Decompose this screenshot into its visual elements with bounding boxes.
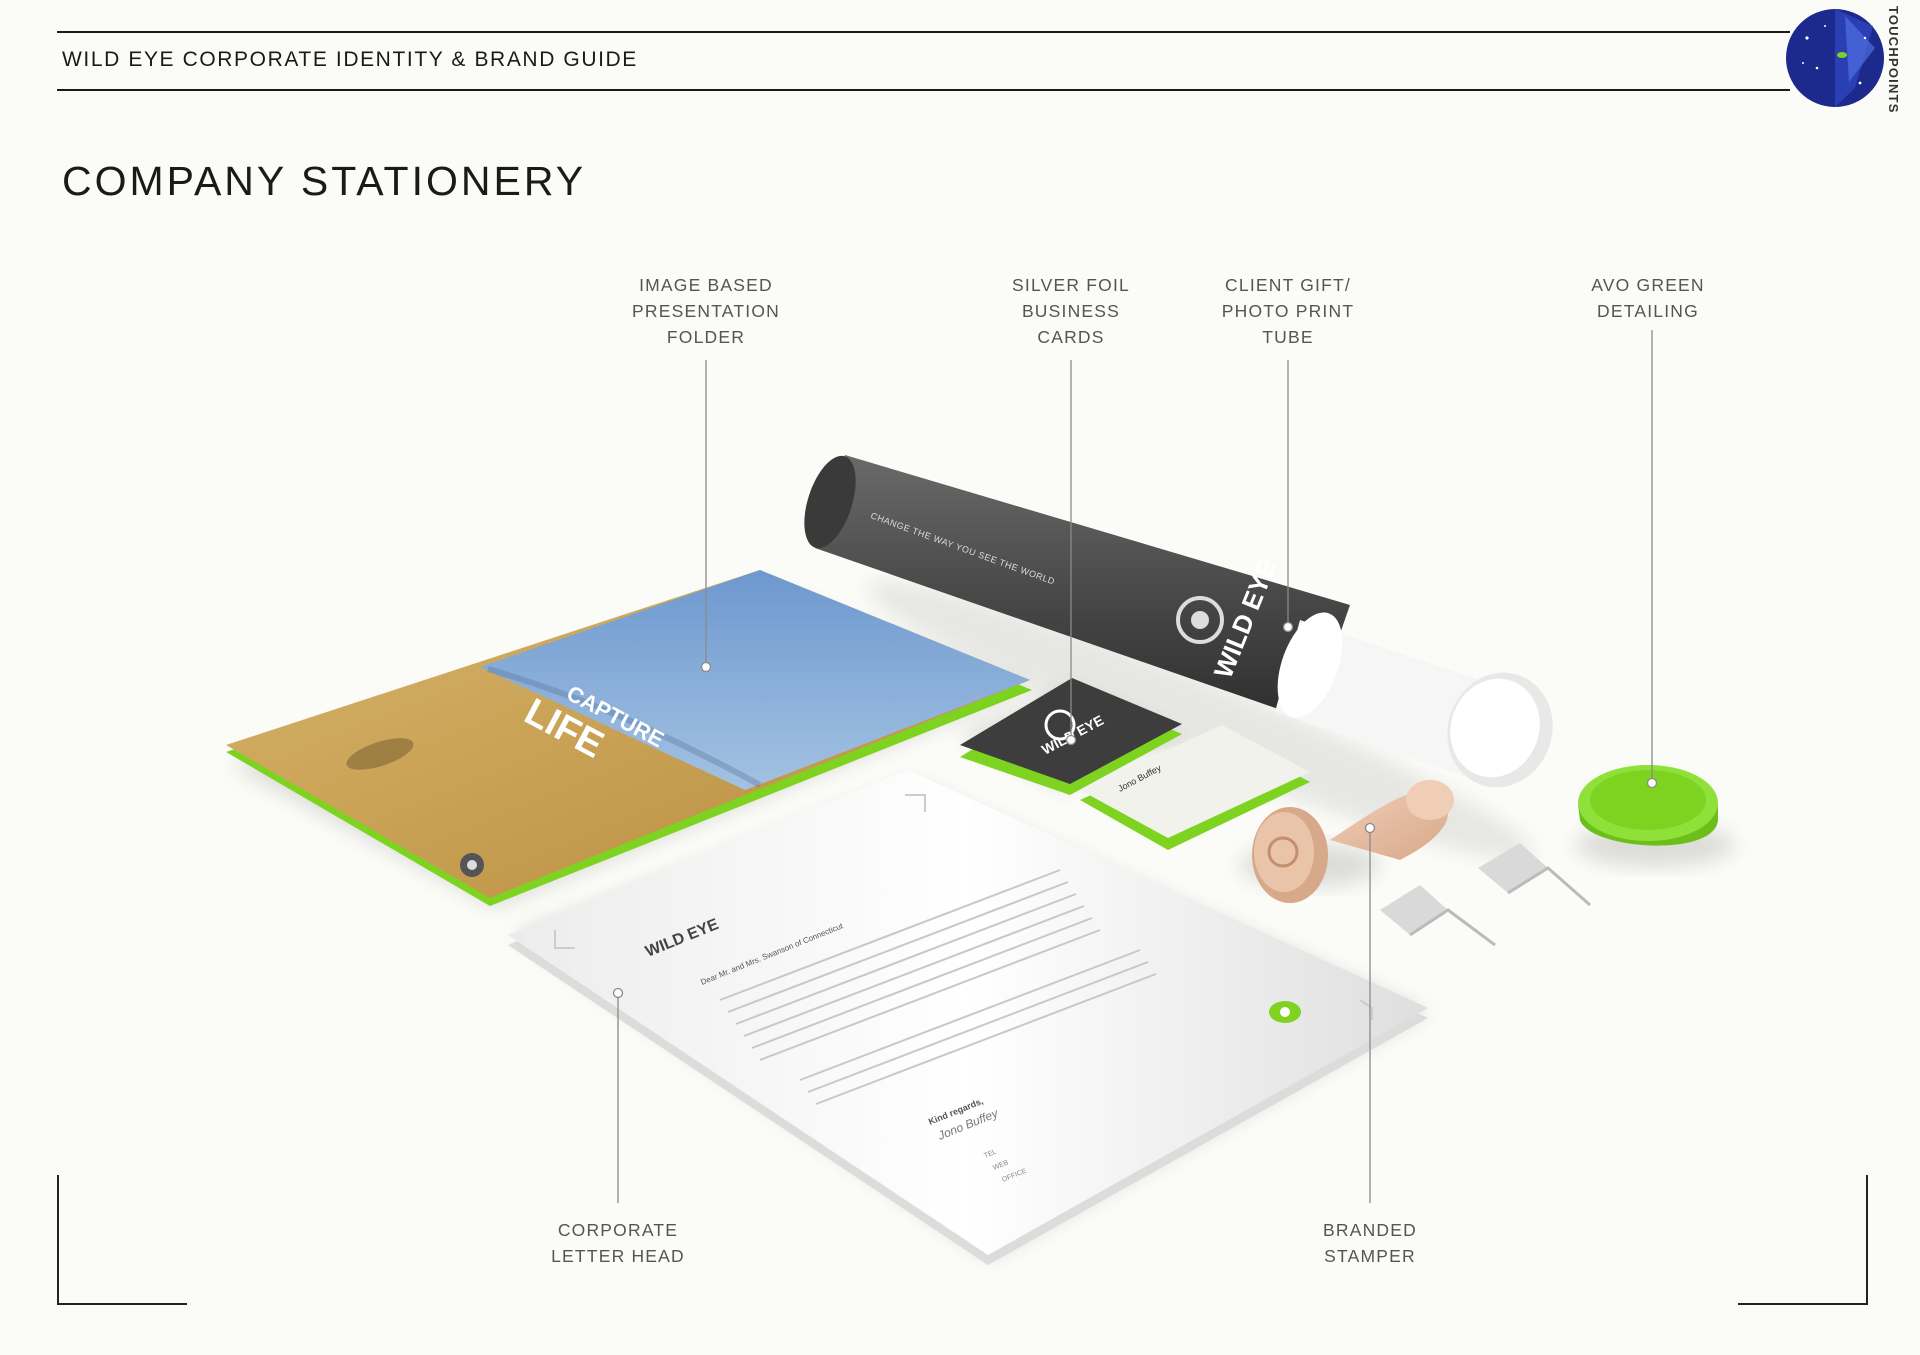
avo-green-lid — [1575, 765, 1735, 867]
corner-mark-bottom-left — [57, 1175, 187, 1305]
guide-title: WILD EYE CORPORATE IDENTITY & BRAND GUID… — [62, 48, 638, 71]
section-badge-icon — [1786, 9, 1884, 107]
page-heading: COMPANY STATIONERY — [62, 158, 587, 204]
header-rule-bottom — [57, 89, 1790, 91]
callout-leaders — [612, 330, 1658, 1203]
letterhead-sheet: WILD EYE Dear Mr. and Mrs. Swanson of Co… — [508, 770, 1428, 1265]
binder-clips — [1380, 843, 1591, 947]
photo-print-tube: CHANGE THE WAY YOU SEE THE WORLD WILD EY… — [804, 455, 1553, 860]
header-rule-top — [57, 31, 1790, 33]
corner-mark-bottom-right — [1738, 1175, 1868, 1305]
letter-tel: TEL — [983, 1149, 998, 1160]
presentation-folder: CAPTURE LIFE — [226, 570, 1032, 908]
section-label: TOUCHPOINTS — [1886, 6, 1901, 114]
branded-stamper — [1240, 780, 1454, 903]
